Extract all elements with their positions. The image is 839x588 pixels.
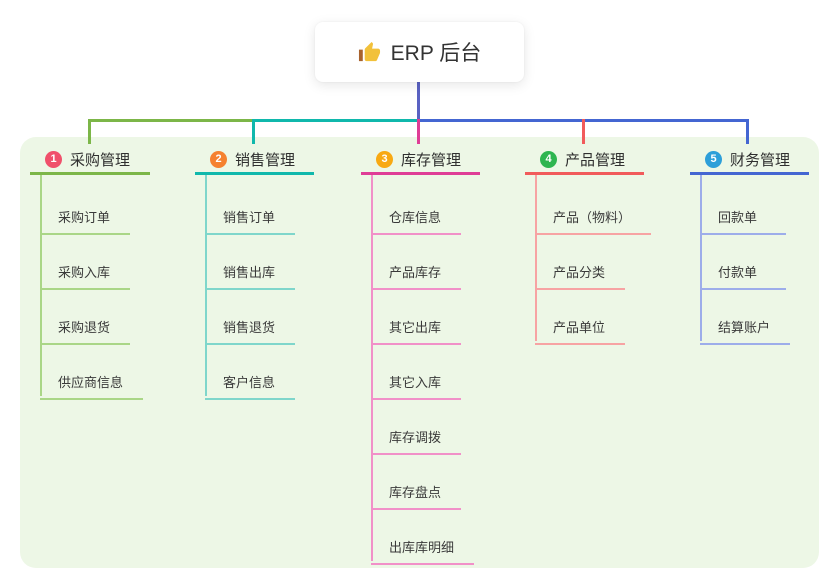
thumbs-up-icon xyxy=(358,41,380,61)
branch-trunk-line xyxy=(205,175,207,396)
badge-3-icon: 3 xyxy=(376,150,393,168)
child-node[interactable]: 结算账户 xyxy=(700,317,791,345)
child-node[interactable]: 出库库明细 xyxy=(371,537,475,565)
child-node[interactable]: 产品分类 xyxy=(535,262,626,290)
child-node[interactable]: 供应商信息 xyxy=(40,372,144,400)
badge-1-icon: 1 xyxy=(45,150,62,168)
child-node[interactable]: 产品库存 xyxy=(371,262,462,290)
root-node-erp[interactable]: ERP 后台 xyxy=(315,22,524,82)
connector-drop-inventory xyxy=(417,119,420,144)
child-node[interactable]: 产品单位 xyxy=(535,317,626,345)
child-node[interactable]: 其它入库 xyxy=(371,372,462,400)
badge-2-icon: 2 xyxy=(210,150,227,168)
branch-trunk-line xyxy=(40,175,42,396)
child-node[interactable]: 其它出库 xyxy=(371,317,462,345)
branch-trunk-line xyxy=(535,175,537,341)
branch-node-purchase[interactable]: 1 采购管理 xyxy=(30,146,150,175)
branch-label: 库存管理 xyxy=(401,151,462,169)
branch-label: 销售管理 xyxy=(235,151,296,169)
branch-trunk-line xyxy=(700,175,702,341)
branch-label: 财务管理 xyxy=(730,151,791,169)
branches-background-panel xyxy=(20,137,819,568)
child-node[interactable]: 回款单 xyxy=(700,207,786,235)
root-connector-line xyxy=(417,82,420,120)
root-title: ERP 后台 xyxy=(390,42,482,65)
child-node[interactable]: 销售退货 xyxy=(205,317,296,345)
child-node[interactable]: 库存调拨 xyxy=(371,427,462,455)
child-node[interactable]: 采购退货 xyxy=(40,317,131,345)
connector-drop-finance xyxy=(746,119,749,144)
child-node[interactable]: 仓库信息 xyxy=(371,207,462,235)
branch-node-inventory[interactable]: 3 库存管理 xyxy=(361,146,480,175)
branch-node-sales[interactable]: 2 销售管理 xyxy=(195,146,314,175)
branch-node-finance[interactable]: 5 财务管理 xyxy=(690,146,809,175)
child-node[interactable]: 采购入库 xyxy=(40,262,131,290)
child-node[interactable]: 付款单 xyxy=(700,262,786,290)
connector-drop-sales xyxy=(252,119,255,144)
branch-label: 采购管理 xyxy=(70,151,131,169)
child-node[interactable]: 客户信息 xyxy=(205,372,296,400)
badge-4-icon: 4 xyxy=(540,150,557,168)
branch-label: 产品管理 xyxy=(565,151,626,169)
connector-drop-purchase xyxy=(88,119,91,144)
child-node[interactable]: 销售订单 xyxy=(205,207,296,235)
connector-drop-product xyxy=(582,119,585,144)
connector-segment-green xyxy=(88,119,253,122)
branch-trunk-line xyxy=(371,175,373,561)
child-node[interactable]: 采购订单 xyxy=(40,207,131,235)
branch-node-product[interactable]: 4 产品管理 xyxy=(525,146,644,175)
badge-5-icon: 5 xyxy=(705,150,722,168)
child-node[interactable]: 销售出库 xyxy=(205,262,296,290)
child-node[interactable]: 产品（物料） xyxy=(535,207,652,235)
child-node[interactable]: 库存盘点 xyxy=(371,482,462,510)
connector-segment-teal xyxy=(253,119,420,122)
